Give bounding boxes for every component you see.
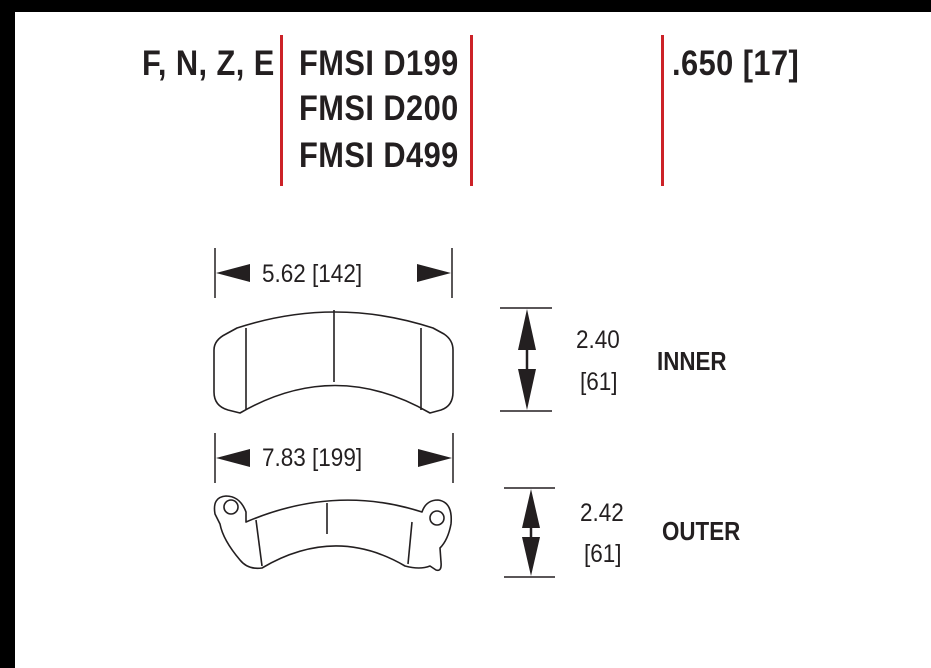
arrow-right-icon — [417, 264, 451, 282]
inner-pad-label: INNER — [657, 346, 727, 376]
inner-height-dimension — [500, 307, 552, 412]
outer-height-value: 2.42 — [580, 499, 624, 527]
arrow-left-icon — [216, 264, 250, 282]
header-divider-1 — [280, 35, 283, 186]
outer-height-dimension — [504, 487, 555, 578]
inner-width-dimension — [214, 248, 453, 298]
header-divider-3 — [661, 35, 664, 186]
inner-width-label: 5.62 [142] — [262, 260, 363, 288]
inner-height-metric: [61] — [580, 368, 618, 396]
arrow-right-icon — [418, 449, 452, 467]
outer-pad-label: OUTER — [662, 516, 741, 546]
arrow-left-icon — [216, 449, 250, 467]
arrow-down-icon — [522, 537, 540, 576]
inner-height-value: 2.40 — [576, 326, 620, 354]
outer-width-label: 7.83 [199] — [262, 444, 363, 472]
fmsi-number-1: FMSI D199 — [299, 44, 459, 83]
header-divider-2 — [470, 35, 473, 186]
arrow-up-icon — [522, 489, 540, 528]
arrow-down-icon — [518, 369, 536, 410]
arrow-up-icon — [518, 309, 536, 350]
compound-codes: F, N, Z, E — [142, 44, 275, 83]
spec-sheet — [15, 12, 931, 668]
outer-height-metric: [61] — [584, 540, 622, 568]
fmsi-number-3: FMSI D499 — [299, 136, 459, 175]
outer-pad-outline — [213, 495, 453, 572]
pad-thickness: .650 [17] — [672, 44, 800, 83]
fmsi-number-2: FMSI D200 — [299, 89, 459, 128]
outer-width-dimension — [214, 433, 454, 483]
inner-pad-outline — [213, 310, 454, 414]
